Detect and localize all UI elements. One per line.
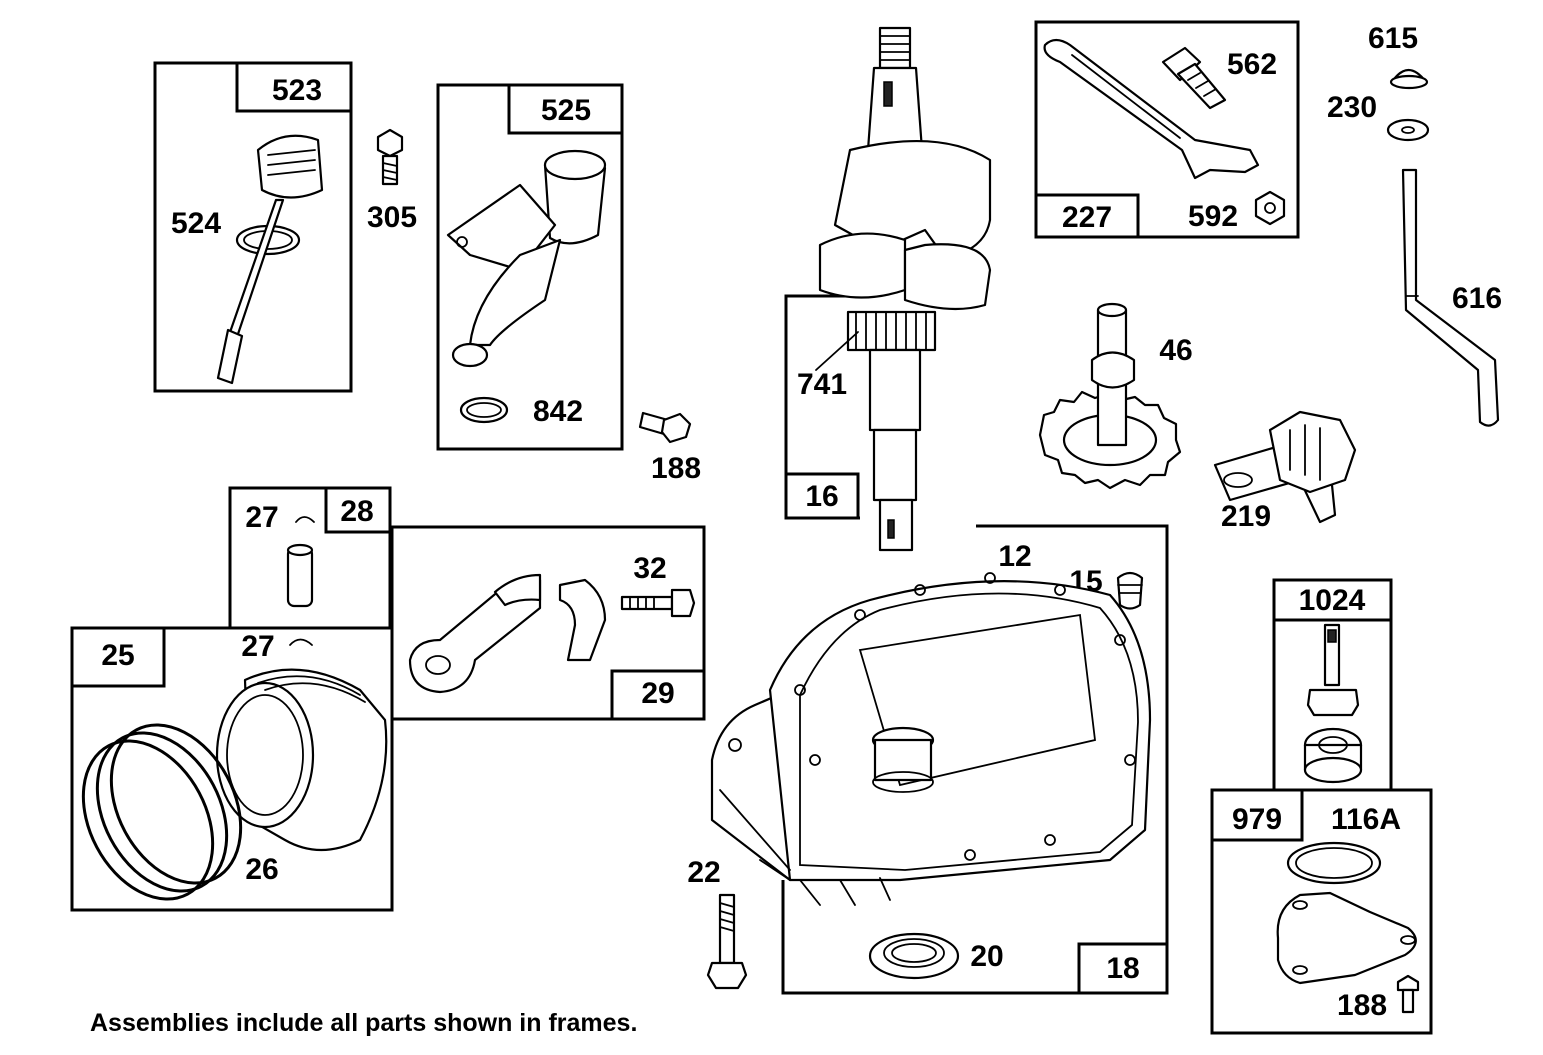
label-615: 615 xyxy=(1368,22,1418,55)
piston-rings-26-part xyxy=(81,723,243,901)
frame-16: 16 xyxy=(784,294,860,520)
label-227: 227 xyxy=(1062,201,1112,234)
piston-part xyxy=(215,668,388,852)
nut-592-part xyxy=(1254,190,1286,226)
label-979: 979 xyxy=(1232,803,1282,836)
crankcase-sump-part xyxy=(710,572,1152,906)
crankshaft-part xyxy=(815,26,992,552)
label-46: 46 xyxy=(1159,334,1192,367)
o-ring-116a-part xyxy=(1286,841,1382,885)
label-26: 26 xyxy=(245,853,278,886)
label-305: 305 xyxy=(367,201,417,234)
frame-25: 25 xyxy=(70,626,394,912)
frame-29: 29 xyxy=(390,525,706,721)
label-524: 524 xyxy=(171,207,221,240)
label-28: 28 xyxy=(340,495,373,528)
label-116a: 116A xyxy=(1331,803,1401,836)
retainer-clip-top-part xyxy=(295,516,315,523)
label-562: 562 xyxy=(1227,48,1277,81)
bolt-188-part xyxy=(638,411,692,444)
frame-18: 18 xyxy=(781,524,1169,995)
label-29: 29 xyxy=(641,677,674,710)
label-25: 25 xyxy=(101,639,134,672)
bolt-22-part xyxy=(706,893,748,990)
label-12: 12 xyxy=(998,540,1031,573)
label-525: 525 xyxy=(541,94,591,127)
camshaft-46-part xyxy=(1038,302,1182,490)
washer-230-part xyxy=(1386,118,1430,142)
label-18: 18 xyxy=(1106,952,1139,985)
label-22: 22 xyxy=(687,856,720,889)
oil-pump-part xyxy=(1303,623,1363,784)
label-27-bottom: 27 xyxy=(241,630,274,663)
dipstick-part xyxy=(216,134,324,385)
label-1024: 1024 xyxy=(1299,584,1366,617)
frame-525: 525 xyxy=(436,83,624,451)
label-523: 523 xyxy=(272,74,322,107)
frame-28: 28 xyxy=(228,486,392,628)
governor-shaft-616-part xyxy=(1401,168,1500,427)
frame-1024: 1024 xyxy=(1272,578,1393,790)
bolt-188-bottom-part xyxy=(1396,974,1420,1014)
bolt-562-part xyxy=(1161,46,1227,110)
label-616: 616 xyxy=(1452,282,1502,315)
governor-219-part xyxy=(1213,410,1357,524)
label-27-top: 27 xyxy=(245,501,278,534)
rod-cap-part xyxy=(558,578,607,662)
pump-cover-part xyxy=(1276,891,1417,985)
label-219: 219 xyxy=(1221,500,1271,533)
plug-15-part xyxy=(1116,571,1144,610)
label-842: 842 xyxy=(533,395,583,428)
label-16: 16 xyxy=(805,480,838,513)
frame-523: 523 xyxy=(153,61,353,393)
oil-seal-20-part xyxy=(868,932,960,980)
footnote: Assemblies include all parts shown in fr… xyxy=(90,1009,637,1037)
label-32: 32 xyxy=(633,552,666,585)
o-ring-842-part xyxy=(459,396,509,424)
frame-227: 227 xyxy=(1034,20,1300,239)
label-592: 592 xyxy=(1188,200,1238,233)
bushing-615-part xyxy=(1389,68,1429,90)
label-741: 741 xyxy=(797,368,847,401)
label-188-top: 188 xyxy=(651,452,701,485)
label-188-bottom: 188 xyxy=(1337,989,1387,1022)
label-20: 20 xyxy=(970,940,1003,973)
oil-fill-tube-part xyxy=(446,149,607,368)
bolt-305-part xyxy=(376,128,404,186)
frame-979: 979 xyxy=(1210,788,1433,1035)
bolt-32-part xyxy=(620,588,696,618)
piston-pin-part xyxy=(286,543,314,608)
governor-lever-part xyxy=(1043,38,1260,180)
retainer-clip-bottom-part xyxy=(289,638,313,646)
label-230: 230 xyxy=(1327,91,1377,124)
connecting-rod-part xyxy=(408,573,542,694)
